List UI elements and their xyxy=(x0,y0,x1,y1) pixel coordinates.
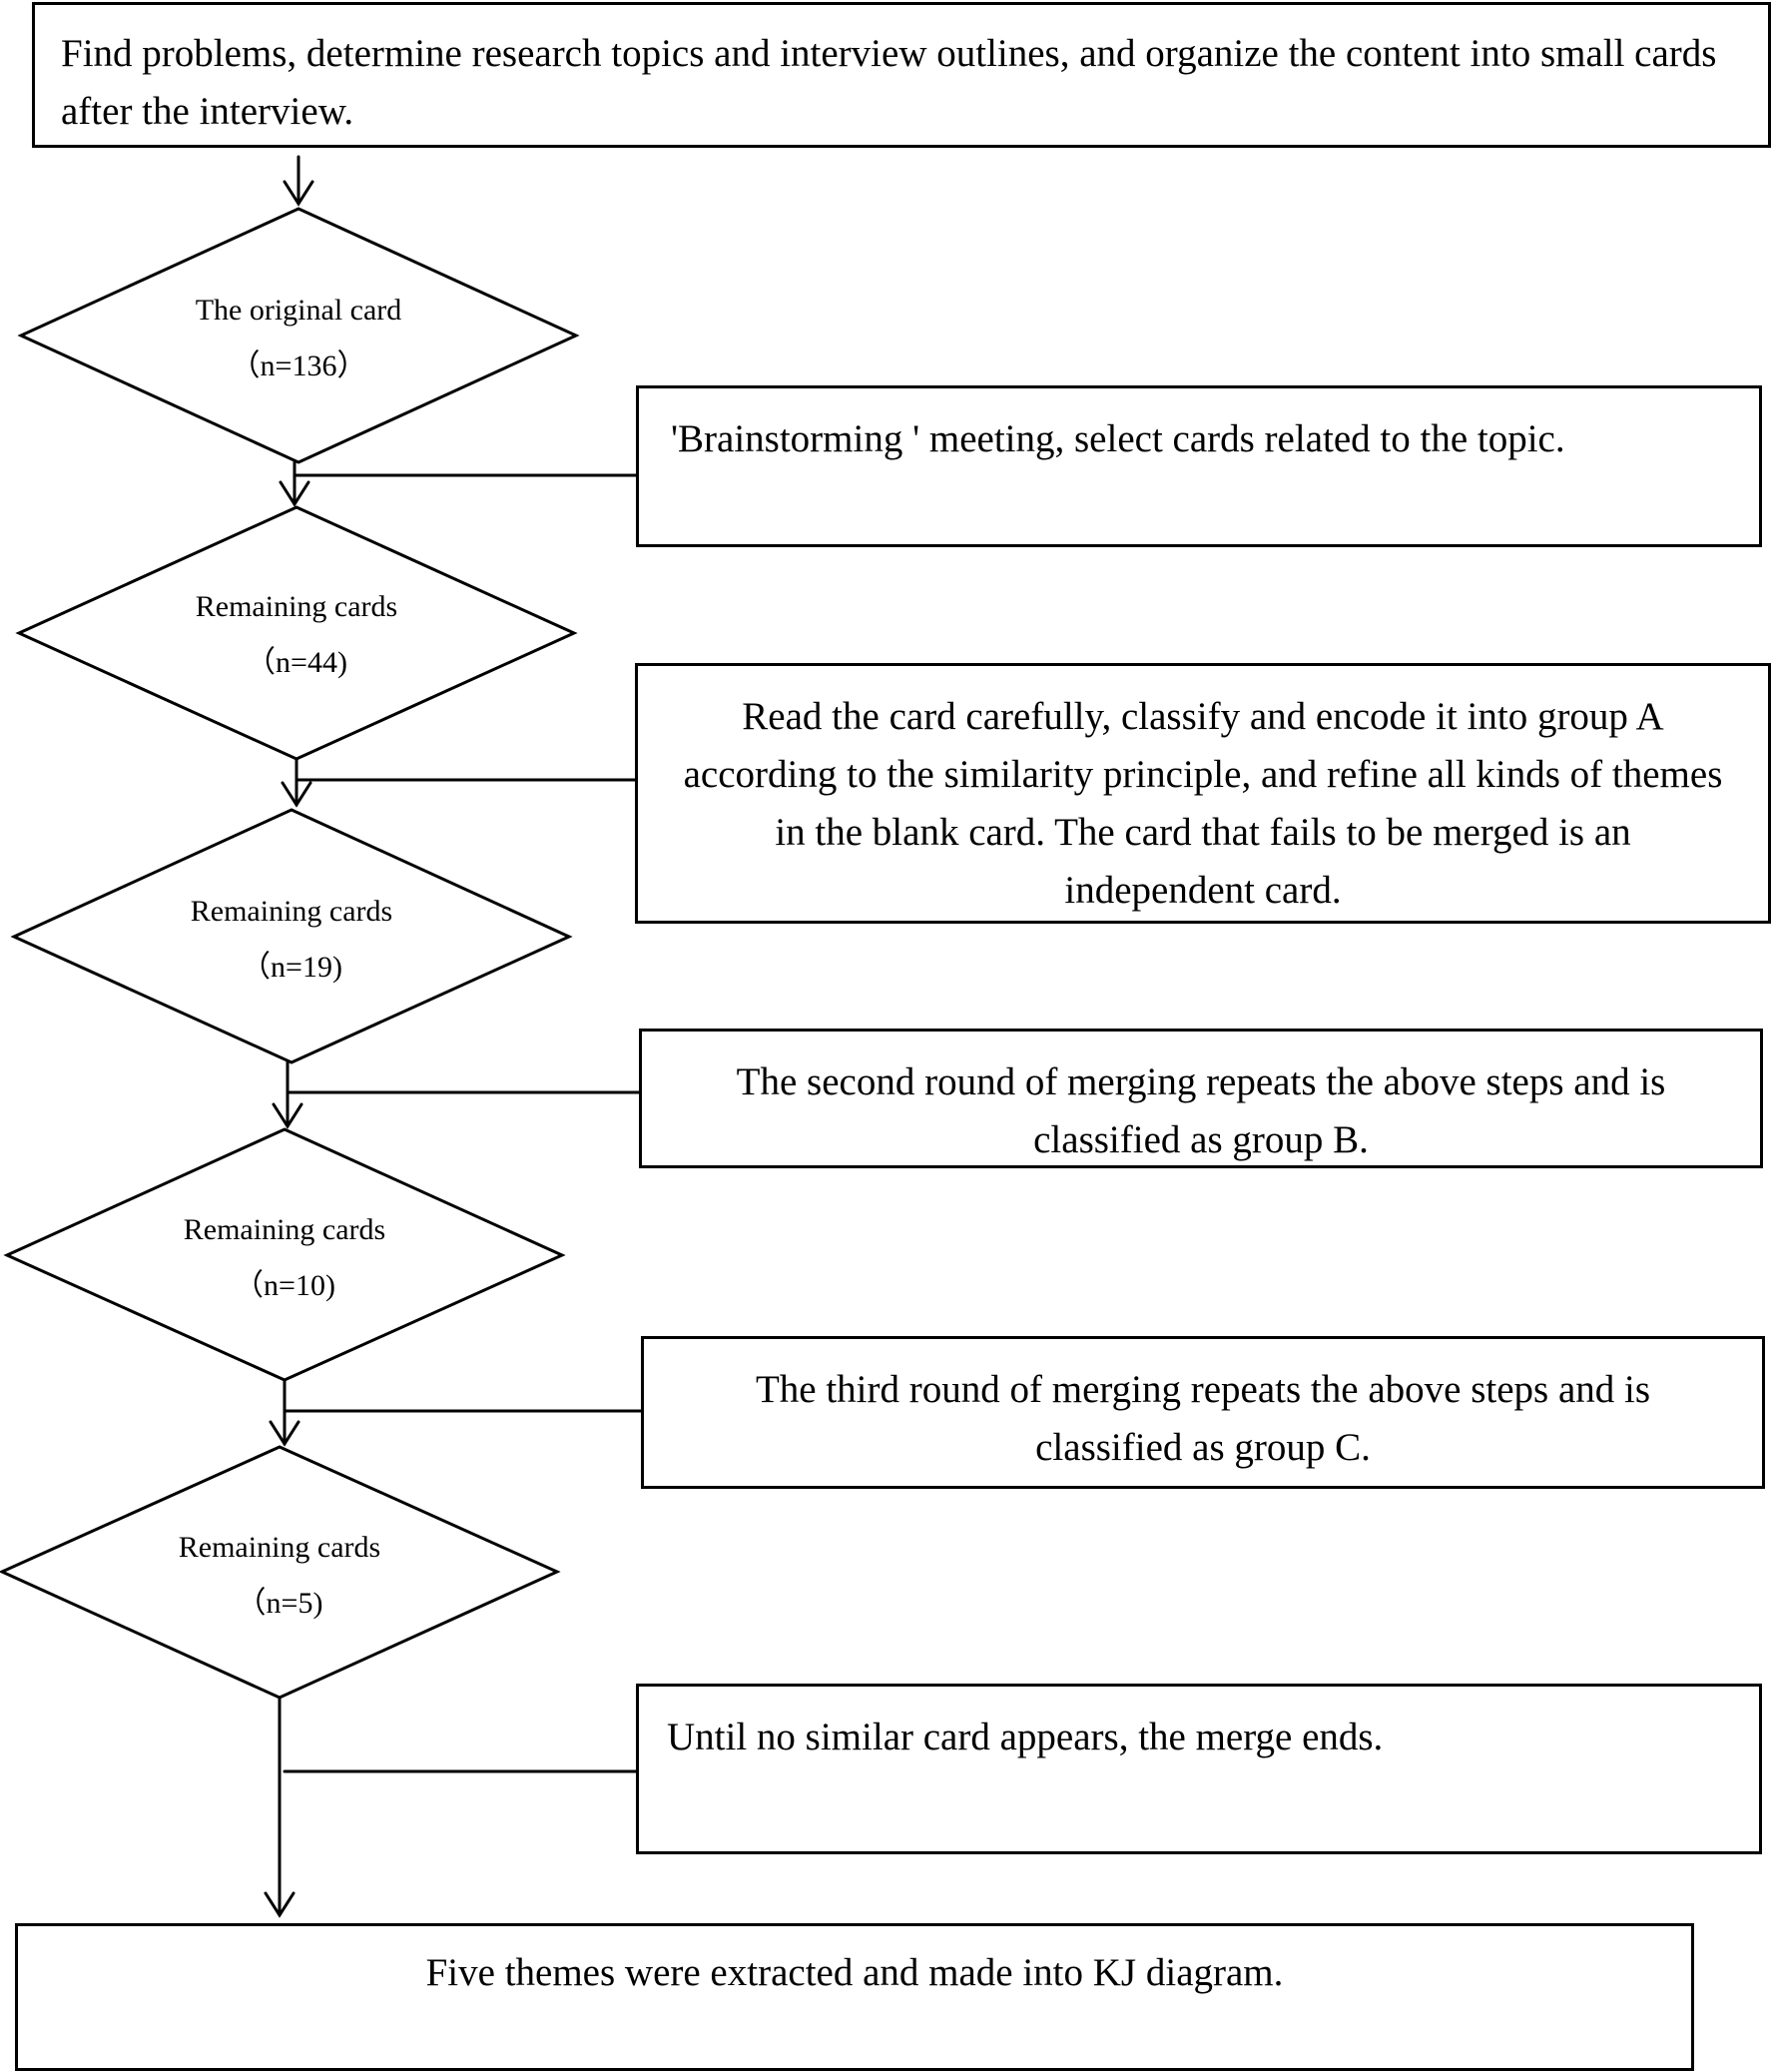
side-step-5-text: Until no similar card appears, the merge… xyxy=(667,1716,1384,1758)
diamond-4-count: （n=10) xyxy=(234,1269,335,1302)
arrowhead-diamond-2 xyxy=(279,480,310,507)
diamond-4-shape xyxy=(3,1127,566,1382)
diamond-3-shape xyxy=(10,808,573,1064)
diamond-1-title: The original card xyxy=(195,294,402,327)
diamond-5-label: Remaining cards （n=5) xyxy=(179,1520,380,1632)
side-step-1-text: 'Brainstorming ' meeting, select cards r… xyxy=(671,417,1565,460)
end-result-text: Five themes were extracted and made into… xyxy=(425,1951,1284,1994)
diamond-5-shape xyxy=(0,1445,561,1700)
arrowhead-diamond-5 xyxy=(269,1420,300,1447)
diamond-5-title: Remaining cards xyxy=(178,1531,381,1564)
arrowhead-diamond-1 xyxy=(283,180,314,207)
diamond-2-shape xyxy=(15,505,578,761)
side-step-3-text: The second round of merging repeats the … xyxy=(736,1060,1666,1161)
arrowhead-end-box xyxy=(264,1891,295,1918)
diamond-2-count: （n=44) xyxy=(246,646,347,679)
start-process-box: Find problems, determine research topics… xyxy=(32,2,1771,148)
diamond-3-title: Remaining cards xyxy=(190,895,393,928)
arrowhead-diamond-3 xyxy=(281,781,312,808)
diamond-3-label: Remaining cards （n=19) xyxy=(191,884,392,996)
diamond-2-label: Remaining cards （n=44) xyxy=(196,579,397,691)
diamond-4-label: Remaining cards （n=10) xyxy=(184,1202,385,1314)
diamond-2-title: Remaining cards xyxy=(195,590,398,623)
side-step-1-box: 'Brainstorming ' meeting, select cards r… xyxy=(636,385,1762,547)
side-step-4-box: The third round of merging repeats the a… xyxy=(641,1336,1765,1489)
diamond-4-title: Remaining cards xyxy=(183,1213,386,1246)
side-step-2-text: Read the card carefully, classify and en… xyxy=(683,695,1723,912)
diamond-1-label: The original card （n=136） xyxy=(196,283,402,394)
side-step-5-box: Until no similar card appears, the merge… xyxy=(636,1684,1762,1854)
start-process-text: Find problems, determine research topics… xyxy=(61,32,1717,133)
side-step-4-text: The third round of merging repeats the a… xyxy=(755,1368,1651,1469)
diamond-1-count: （n=136） xyxy=(230,349,367,382)
diamond-5-count: （n=5) xyxy=(236,1587,323,1620)
diamond-1-shape xyxy=(17,207,580,464)
arrowhead-diamond-4 xyxy=(272,1102,303,1129)
end-result-box: Five themes were extracted and made into… xyxy=(15,1923,1694,2071)
diamond-3-count: （n=19) xyxy=(241,951,342,984)
side-step-3-box: The second round of merging repeats the … xyxy=(639,1029,1763,1168)
side-step-2-box: Read the card carefully, classify and en… xyxy=(635,663,1771,924)
